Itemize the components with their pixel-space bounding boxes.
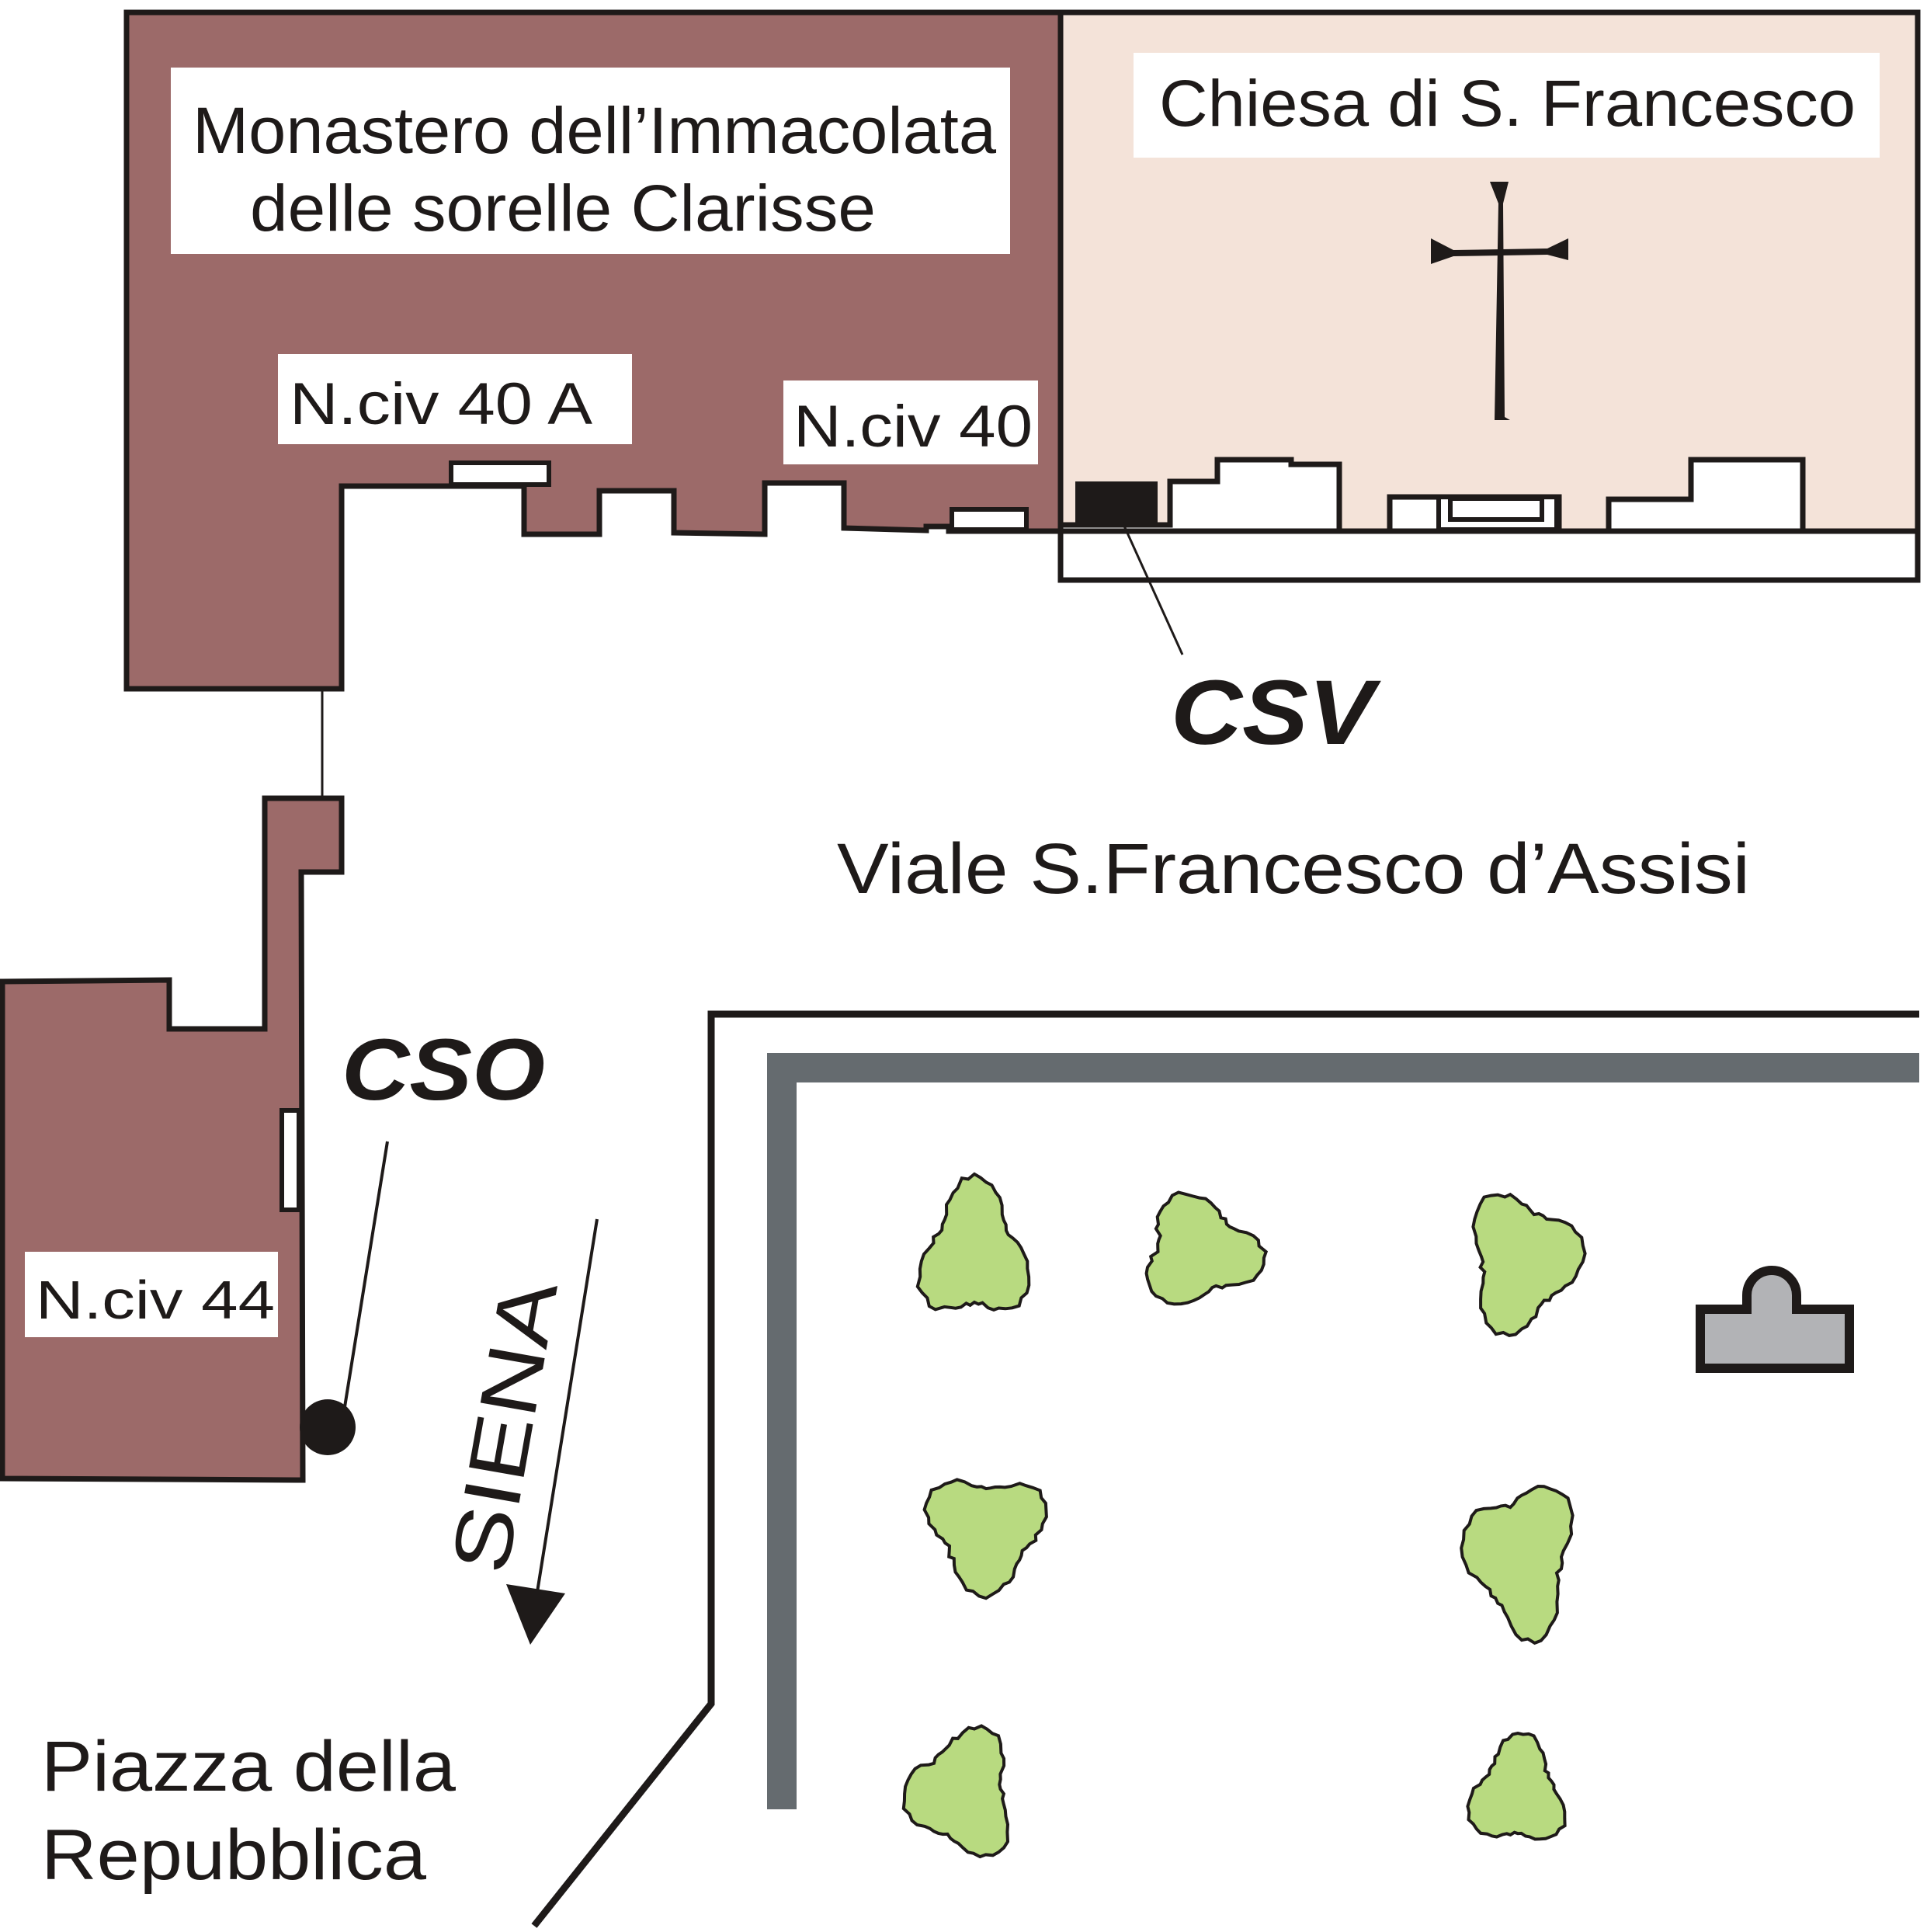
- arrow-down-icon: [506, 1584, 565, 1645]
- monastery-name-line2: delle sorelle Clarisse: [250, 172, 876, 245]
- cso-marker-dot: [300, 1399, 356, 1455]
- monastery-name-line1: Monastero dell’Immacolata: [193, 94, 996, 167]
- csv-box: [1075, 481, 1158, 523]
- siena-arrow-shaft: [536, 1218, 599, 1593]
- direction-siena: SIENA: [435, 1218, 599, 1645]
- csv-leader-line: [1121, 522, 1184, 655]
- civ-40-label-box: [783, 380, 1038, 464]
- door-44: [280, 1108, 301, 1212]
- tree-icon: [922, 1478, 1048, 1600]
- park-wall: [767, 1053, 1919, 1809]
- street-viale-label: Viale S.Francesco d’Assisi: [837, 829, 1750, 909]
- tree-icon: [1471, 1192, 1587, 1337]
- civ-40a-label-box: [278, 354, 632, 444]
- civ-44-label: N.civ 44: [36, 1270, 275, 1330]
- church-name: Chiesa di S. Francesco: [1159, 67, 1856, 140]
- church-label-box: [1134, 53, 1880, 158]
- monastery-label-box: [171, 68, 1010, 254]
- church-door-inner: [1448, 496, 1544, 522]
- road-edge: [531, 1010, 1919, 1928]
- civ-40a-label: N.civ 40 A: [290, 371, 592, 437]
- cross-icon: [1431, 182, 1568, 420]
- trees: [901, 1172, 1587, 1859]
- piazza-label-line2: Repubblica: [41, 1816, 427, 1895]
- door-40a: [449, 460, 551, 487]
- monument-icon: [1696, 1266, 1854, 1373]
- civ-40-label: N.civ 40: [793, 394, 1033, 460]
- house-44-building: [0, 795, 345, 1483]
- csv-label: CSV: [1171, 662, 1381, 764]
- tree-icon: [901, 1724, 1010, 1859]
- tree-icon: [915, 1172, 1031, 1312]
- cso-label: CSO: [342, 1021, 545, 1118]
- tree-icon: [1466, 1731, 1567, 1841]
- tree-icon: [1144, 1190, 1269, 1306]
- civ-44-label-box: [25, 1252, 278, 1337]
- church-porch: [1057, 528, 1921, 583]
- piazza-label-line1: Piazza della: [41, 1727, 457, 1806]
- siena-label: SIENA: [435, 1273, 575, 1579]
- door-40: [950, 507, 1029, 532]
- cso-leader-line: [342, 1141, 389, 1413]
- tree-icon: [1460, 1484, 1575, 1645]
